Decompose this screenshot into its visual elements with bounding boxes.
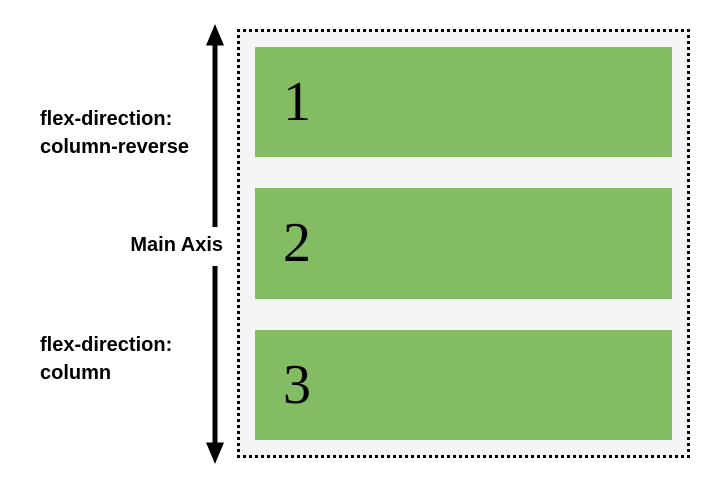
flex-container: 1 2 3 [237,29,690,458]
arrow-line-lower [212,266,218,446]
label-flex-direction-column-reverse: flex-direction: column-reverse [40,105,189,161]
flex-item-2: 2 [255,188,672,299]
arrow-down-head-icon [206,442,224,464]
flex-item-3: 3 [255,329,672,440]
flex-item-1: 1 [255,47,672,158]
label-line-column-reverse: column-reverse [40,136,189,158]
arrow-line-upper [212,43,218,227]
label-flex-direction-column: flex-direction: column [40,331,172,387]
label-line-flex-direction: flex-direction: [40,334,173,356]
label-line-flex-direction: flex-direction: [40,108,173,130]
label-line-column: column [40,362,112,384]
label-main-axis: Main Axis [130,234,223,256]
arrow-up-head-icon [206,24,224,46]
